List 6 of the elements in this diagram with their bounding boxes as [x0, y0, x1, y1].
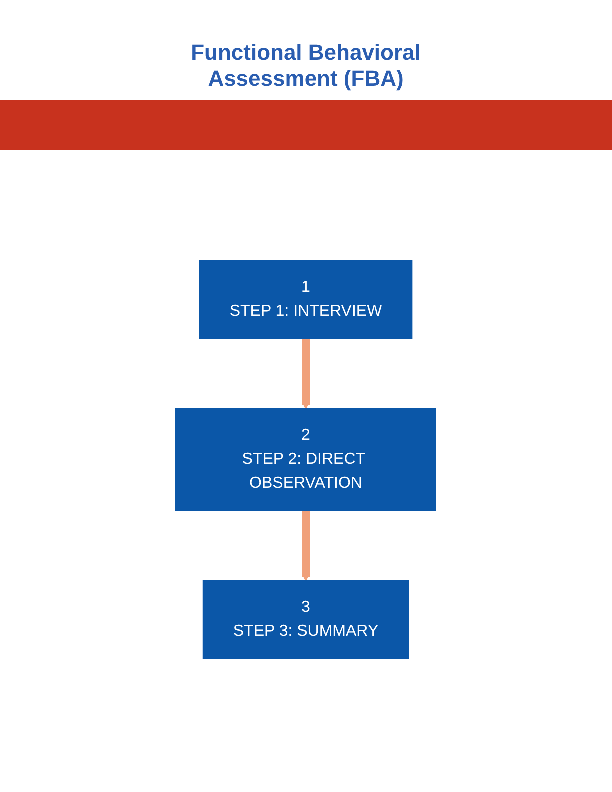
arrow: [302, 339, 310, 410]
node-box: 2 STEP 2: DIRECT OBSERVATION: [176, 408, 436, 512]
node-box: 3 STEP 3: SUMMARY: [202, 580, 410, 660]
node-box: 1 STEP 1: INTERVIEW: [199, 260, 413, 340]
diagram-title: Functional Behavioral Assessment (FBA): [190, 40, 422, 92]
arrow: [302, 511, 310, 582]
